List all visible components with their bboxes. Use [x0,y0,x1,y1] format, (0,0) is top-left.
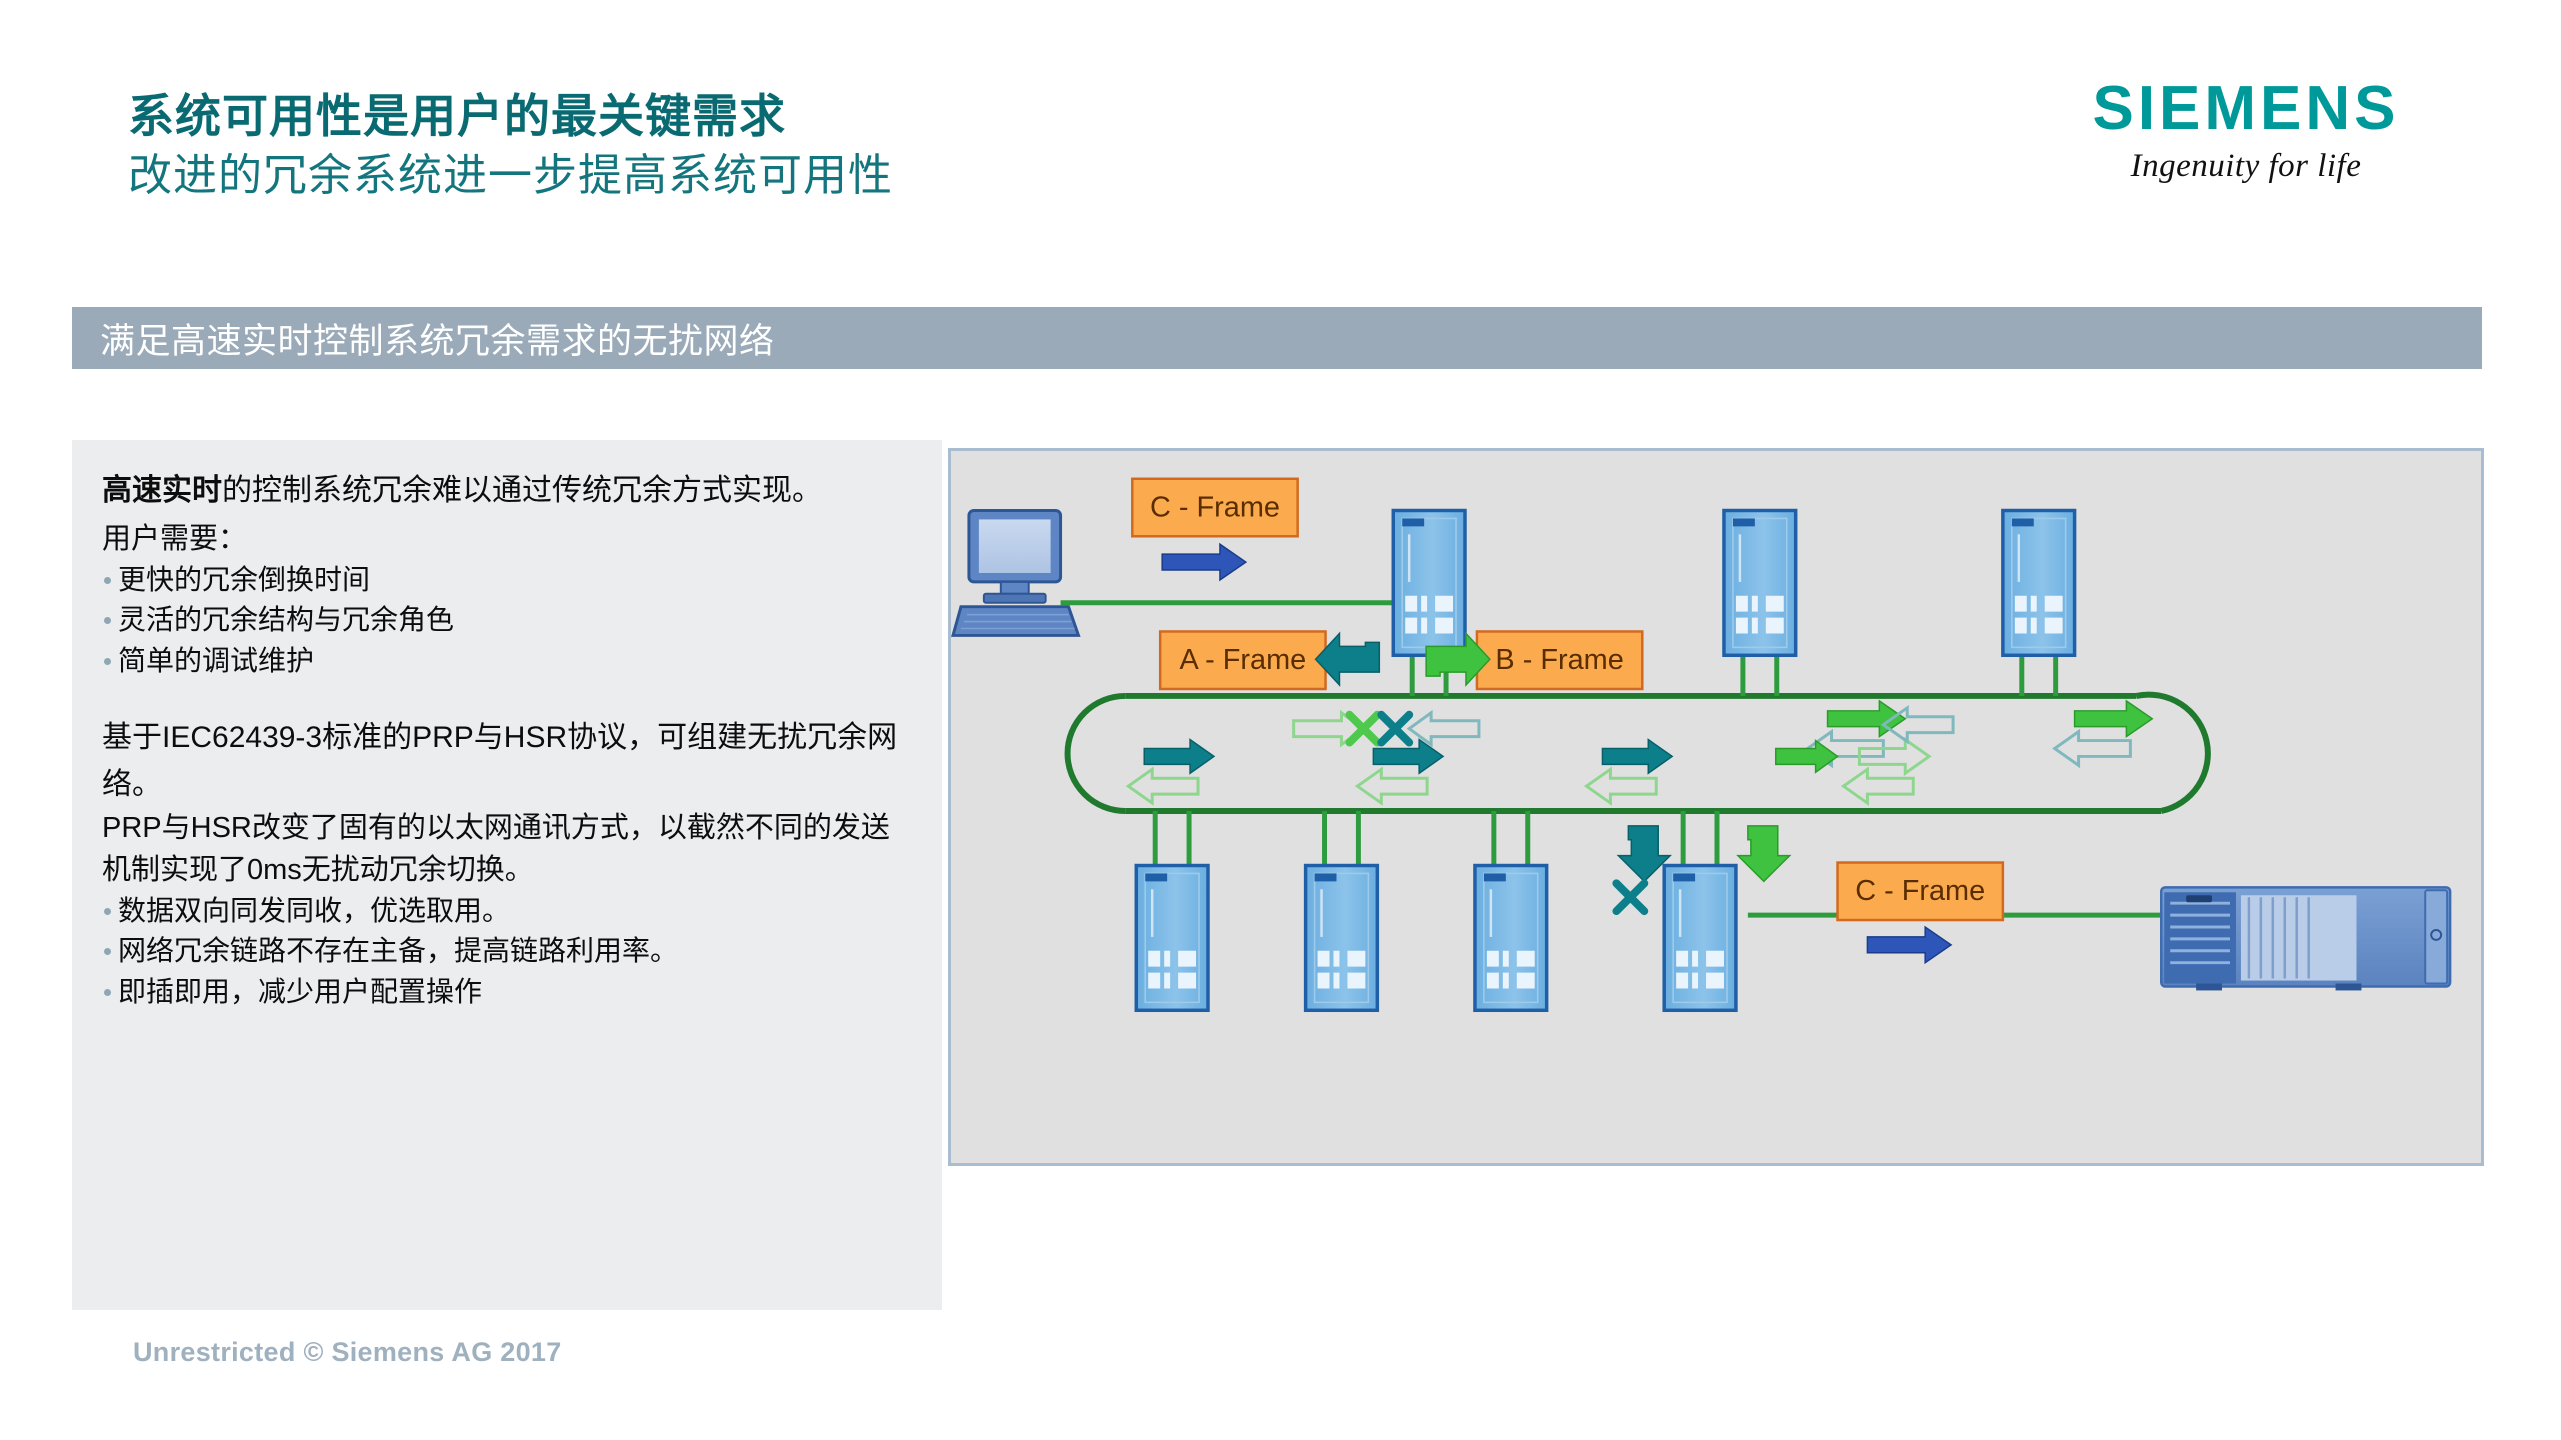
x-mark-icon [1377,710,1414,747]
link-ring-right-turn [2135,691,2211,814]
title-primary: 系统可用性是用户的最关键需求 [128,90,786,142]
arrow-pair-mid-4 [1775,736,1932,806]
switch-bottom-3 [1473,863,1549,1013]
slide-header: 系统可用性是用户的最关键需求 改进的冗余系统进一步提高系统可用性 SIEMENS… [0,0,2561,290]
arrow-elbow-a-frame [1314,631,1381,687]
frame-label-c-top: C - Frame [1131,477,1299,538]
footer-copyright: Unrestricted © Siemens AG 2017 [133,1337,562,1367]
paragraph-needs-heading: 用户需要： [102,522,248,555]
list-item: 简单的调试维护 [102,641,916,682]
list-item: 即插即用，减少用户配置操作 [102,972,916,1013]
blocked-arrow-bottom [1612,879,1649,916]
frame-label-c-bottom-text: C - Frame [1855,875,1985,907]
siemens-logo: SIEMENS Ingenuity for life [2046,78,2446,185]
workstation-pc [951,509,1081,637]
arrow-blue-top [1161,542,1248,582]
switch-bottom-1 [1134,863,1210,1013]
list-item: 更快的冗余倒换时间 [102,560,916,601]
paragraph-intro-rest: 的控制系统冗余难以通过传统冗余方式实现。 [222,474,822,507]
arrow-blue-bottom [1866,925,1953,965]
frame-label-b: B - Frame [1475,630,1644,691]
arrow-elbow-c-teal-down [1616,825,1672,883]
paragraph-intro: 高速实时的控制系统冗余难以通过传统冗余方式实现。 [102,468,916,515]
frame-label-a-text: A - Frame [1179,644,1306,676]
arrow-hollow-upper-right [1880,704,1955,745]
paragraph-standard: 基于IEC62439-3标准的PRP与HSR协议，可组建无扰冗余网络。 [102,721,898,801]
arrow-pair-top-4 [2052,699,2154,769]
x-mark-icon [1612,879,1649,916]
arrow-elbow-c-green-down [1736,825,1792,883]
switch-top-2 [1722,508,1798,658]
siemens-wordmark: SIEMENS [2092,74,2400,143]
frame-label-c-top-text: C - Frame [1150,492,1280,524]
list-item: 网络冗余链路不存在主备，提高链路利用率。 [102,931,916,972]
blocked-arrow-left [1377,709,1481,748]
x-mark-icon [1345,710,1382,747]
network-links [1060,600,2211,918]
switch-bottom-2 [1303,863,1380,1013]
arrow-pair-mid-2 [1354,738,1445,806]
network-topology-diagram: C - Frame A - Frame B - Frame C - Frame [948,448,2484,1166]
description-panel: 高速实时的控制系统冗余难以通过传统冗余方式实现。 用户需要： 更快的冗余倒换时间… [72,440,942,1310]
list-item: 灵活的冗余结构与冗余角色 [102,600,916,641]
title-secondary: 改进的冗余系统进一步提高系统可用性 [128,151,893,201]
paragraph-intro-bold: 高速实时 [102,474,222,507]
switch-top-3 [2001,508,2077,658]
blocked-arrow-right [1292,709,1382,748]
frame-label-b-text: B - Frame [1495,644,1623,676]
frame-label-c-bottom: C - Frame [1836,861,2005,922]
arrow-elbow-b-frame [1425,631,1491,687]
siemens-tagline: Ingenuity for life [2130,148,2362,184]
arrow-pair-mid-1 [1125,738,1216,806]
list-item: 数据双向同发同收，优选取用。 [102,891,916,932]
frame-label-a: A - Frame [1158,630,1327,691]
paragraph-mechanism: PRP与HSR改变了固有的以太网通讯方式，以截然不同的发送机制实现了0ms无扰动… [102,812,890,886]
arrow-pair-mid-3 [1583,738,1674,806]
switch-bottom-4 [1662,863,1738,1013]
section-banner-label: 满足高速实时控制系统冗余需求的无扰网络 [100,321,775,361]
link-ring-left-turn [1064,692,1126,814]
switch-top-1 [1391,508,1467,658]
motor-drive [2160,886,2452,991]
diagram-canvas: C - Frame A - Frame B - Frame C - Frame [951,477,2452,1013]
page-title: 系统可用性是用户的最关键需求 改进的冗余系统进一步提高系统可用性 [128,88,893,203]
section-banner: 满足高速实时控制系统冗余需求的无扰网络 [72,307,2482,369]
